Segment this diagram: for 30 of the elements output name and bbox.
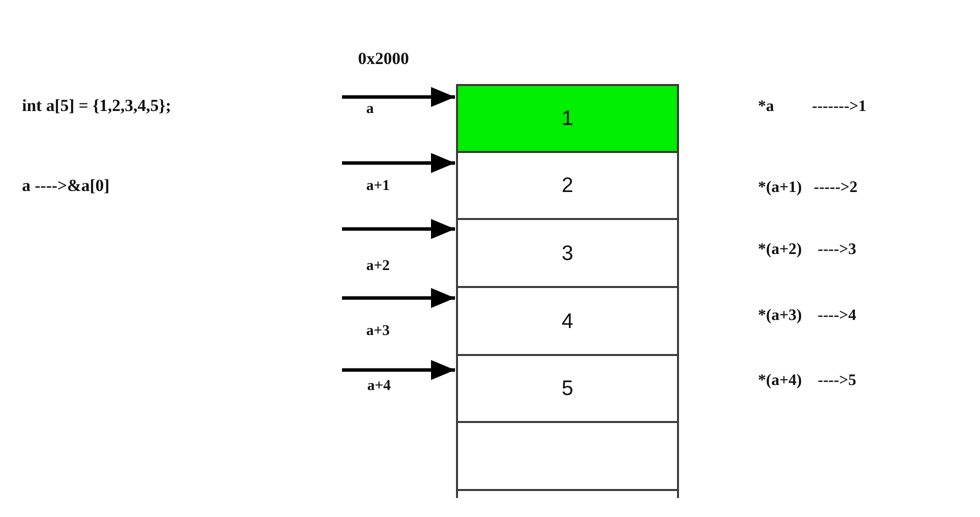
memory-cell <box>456 286 679 356</box>
memory-cell <box>456 151 679 220</box>
code-text: int a[5] = {1,2,3,4,5}; <box>22 97 172 116</box>
edge-label: a+1 <box>366 178 390 194</box>
arrow <box>342 153 455 173</box>
memory-cell <box>456 354 679 423</box>
dereference-note: *a ------->1 <box>758 98 866 116</box>
memory-cell <box>456 489 679 498</box>
cell-value: 3 <box>562 242 574 264</box>
arrow <box>342 87 455 107</box>
cell-value: 1 <box>562 108 574 129</box>
dereference-note: *(a+4) ---->5 <box>758 372 856 390</box>
edge-label: a+4 <box>367 378 391 394</box>
edge-label: a <box>366 101 374 118</box>
edge-label: a+2 <box>366 258 390 274</box>
memory-cell <box>456 218 679 288</box>
memory-cell <box>456 421 679 491</box>
arrow <box>342 219 455 239</box>
code-text: a ---->&a[0] <box>22 177 110 196</box>
dereference-note: *(a+2) ---->3 <box>758 241 856 259</box>
cell-value: 5 <box>562 378 574 399</box>
edge-label: a+3 <box>366 323 390 340</box>
arrow <box>342 360 455 380</box>
address-label: 0x2000 <box>358 50 409 69</box>
dereference-note: *(a+1) ----->2 <box>758 179 858 197</box>
arrow <box>342 288 455 308</box>
cell-value: 2 <box>562 175 574 196</box>
memory-cell <box>456 84 679 153</box>
cell-value: 4 <box>562 310 574 332</box>
dereference-note: *(a+3) ---->4 <box>758 307 856 325</box>
